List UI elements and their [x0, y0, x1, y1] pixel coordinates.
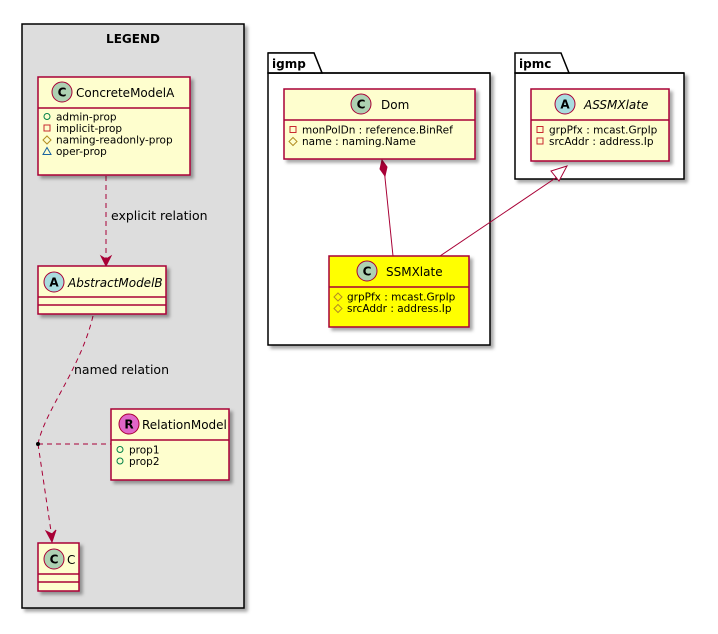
class-concrete-model-a: C ConcreteModelA admin-propimplicit-prop… — [37, 76, 191, 176]
attribute-text: srcAddr : address.Ip — [549, 136, 654, 148]
attribute-row: oper-prop — [42, 146, 107, 158]
private-visibility-icon — [536, 137, 544, 145]
named-relation-label: named relation — [74, 362, 169, 377]
private-visibility-icon — [536, 126, 544, 133]
protected-visibility-icon — [333, 303, 343, 314]
class-icon-letter: C — [50, 553, 59, 567]
attribute-row: grpPfx : mcast.GrpIp — [536, 125, 658, 137]
class-name: RelationModel — [142, 418, 227, 432]
attribute-row: name : naming.Name — [288, 136, 416, 148]
abstract-icon — [554, 93, 576, 115]
class-name: C — [67, 553, 75, 567]
inheritance-arrowhead — [550, 165, 569, 182]
legend-title: LEGEND — [106, 32, 160, 46]
attribute-row: srcAddr : address.Ip — [536, 136, 654, 148]
attribute-row: prop1 — [116, 445, 160, 457]
package-igmp-label: igmp — [272, 57, 306, 71]
class-name: Dom — [381, 98, 409, 112]
class-name: SSMXlate — [386, 265, 443, 279]
ssmxlate-box — [328, 255, 470, 328]
inheritance-line — [439, 174, 561, 257]
relations: explicit relation named relation — [36, 158, 569, 544]
attribute-text: grpPfx : mcast.GrpIp — [549, 125, 658, 137]
attribute-row: prop2 — [116, 456, 160, 468]
abstract-icon — [43, 271, 65, 293]
attribute-row: implicit-prop — [43, 123, 122, 135]
attribute-text: prop2 — [129, 456, 160, 468]
public-visibility-icon — [43, 113, 51, 120]
class-assmxlate: A ASSMXlate grpPfx : mcast.GrpIpsrcAddr … — [530, 88, 670, 162]
protected-visibility-icon — [288, 136, 298, 147]
named-relation-arrowhead — [44, 529, 57, 544]
attribute-text: monPolDn : reference.BinRef — [302, 125, 453, 137]
class-icon-letter: C — [357, 98, 366, 112]
relation-junction — [36, 442, 40, 446]
explicit-relation-label: explicit relation — [111, 208, 208, 223]
explicit-relation-arrowhead — [99, 254, 113, 268]
private-visibility-icon — [289, 126, 297, 133]
class-abstract-model-b: A AbstractModelB — [37, 265, 167, 315]
attribute-text: name : naming.Name — [302, 136, 416, 148]
attribute-row: naming-readonly-prop — [42, 135, 173, 147]
composition-diamond — [379, 158, 388, 178]
relation-icon-letter: R — [124, 418, 133, 432]
class-icon — [51, 81, 73, 103]
class-c: C C — [37, 542, 80, 592]
attribute-text: srcAddr : address.Ip — [347, 303, 452, 315]
attribute-row: admin-prop — [43, 112, 117, 124]
class-icon — [43, 548, 65, 570]
class-icon — [350, 93, 372, 115]
class-icon-letter: C — [363, 265, 372, 279]
class-name: AbstractModelB — [67, 276, 163, 290]
attribute-text: admin-prop — [56, 112, 117, 124]
class-icon — [356, 260, 378, 282]
protected-visibility-icon — [333, 292, 343, 302]
attribute-text: implicit-prop — [56, 123, 122, 135]
attribute-row: grpPfx : mcast.GrpIp — [333, 292, 456, 304]
attribute-row: monPolDn : reference.BinRef — [289, 125, 453, 137]
protected-visibility-icon — [42, 135, 52, 145]
attribute-list: admin-propimplicit-propnaming-readonly-p… — [42, 112, 173, 158]
composition-line — [383, 167, 394, 257]
attribute-row: srcAddr : address.Ip — [333, 303, 452, 315]
package-ipmc-label: ipmc — [519, 57, 551, 71]
named-relation-line-lower — [37, 443, 53, 539]
public-visibility-icon — [116, 446, 124, 453]
public-visibility-icon — [116, 457, 124, 465]
relation-icon — [118, 413, 140, 435]
attribute-text: grpPfx : mcast.GrpIp — [347, 292, 456, 304]
class-name: ASSMXlate — [583, 98, 648, 112]
attribute-text: oper-prop — [56, 146, 107, 158]
abstract-icon-letter: A — [560, 98, 570, 112]
class-name: ConcreteModelA — [76, 86, 175, 100]
private-visibility-icon — [43, 124, 51, 132]
attribute-text: naming-readonly-prop — [56, 135, 173, 147]
attribute-text: prop1 — [129, 445, 160, 457]
abstract-icon-letter: A — [49, 276, 59, 290]
class-icon-letter: C — [58, 86, 67, 100]
named-relation-line — [37, 315, 94, 445]
package-visibility-icon — [42, 146, 52, 155]
